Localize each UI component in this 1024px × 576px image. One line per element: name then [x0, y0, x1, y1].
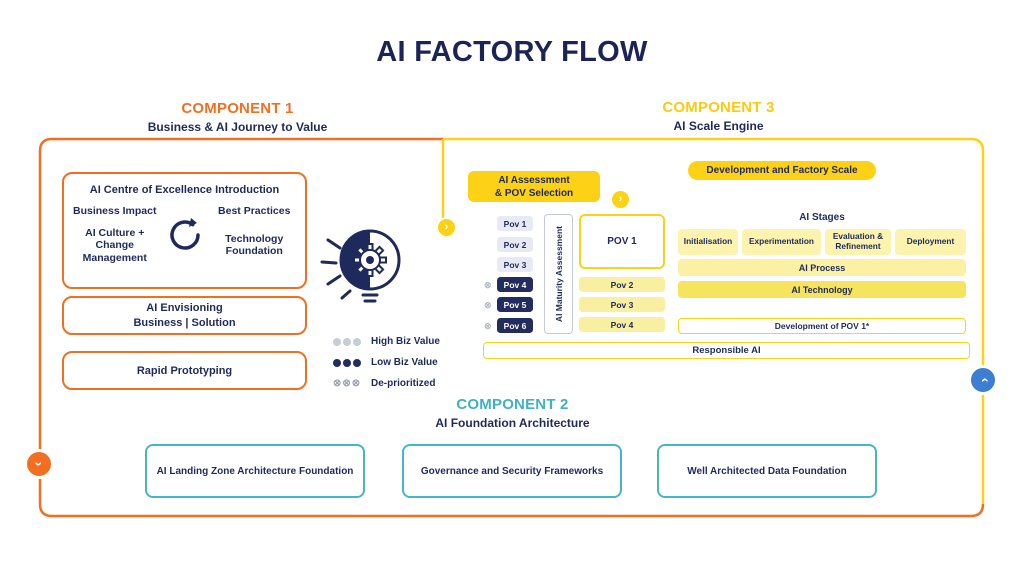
ai-stages-row: Initialisation Experimentation Evaluatio… — [678, 229, 966, 255]
pov-row-3: Pov 3 — [579, 297, 665, 312]
chevron-right-icon: › — [444, 221, 449, 233]
coe-item-business-impact: Business Impact — [73, 205, 157, 217]
component2-header: COMPONENT 2 AI Foundation Architecture — [390, 396, 635, 430]
legend-label-low: Low Biz Value — [371, 357, 438, 368]
ai-envisioning-box: AI Envisioning Business | Solution — [62, 296, 307, 335]
governance-security-label: Governance and Security Frameworks — [420, 465, 604, 477]
responsible-ai-bar: Responsible AI — [483, 342, 970, 359]
pov-chip-4: Pov 4 — [497, 277, 533, 292]
ai-landing-zone-box: AI Landing Zone Architecture Foundation — [145, 444, 365, 498]
chevron-up-icon: › — [974, 377, 991, 383]
rapid-prototyping-box: Rapid Prototyping — [62, 351, 307, 390]
ai-envisioning-line1: AI Envisioning — [146, 302, 223, 315]
lightbulb-gear-icon — [314, 210, 414, 325]
deprioritized-icon: ⊗ — [484, 280, 492, 290]
pov1-label: POV 1 — [607, 236, 637, 247]
legend-label-high: High Biz Value — [371, 336, 440, 347]
coe-grid: Business Impact Best Practices AI Cultur… — [64, 205, 305, 264]
stage-initialisation: Initialisation — [678, 229, 738, 255]
deprioritized-icon: ⊗ — [484, 321, 492, 331]
page-title: AI FACTORY FLOW — [376, 36, 648, 68]
ai-landing-zone-label: AI Landing Zone Architecture Foundation — [156, 465, 354, 477]
ai-maturity-assessment-label: AI Maturity Assessment — [553, 225, 564, 323]
component1-header: COMPONENT 1 Business & AI Journey to Val… — [115, 100, 360, 134]
cycle-arrow-icon — [158, 215, 212, 255]
pov-chip-3: Pov 3 — [497, 257, 533, 272]
chevron-down-icon: › — [30, 461, 47, 467]
high-biz-value-dots-icon — [333, 337, 365, 346]
ai-envisioning-line2: Business | Solution — [133, 316, 236, 329]
pov-chip-5: Pov 5 — [497, 297, 533, 312]
coe-item-technology-foundation: Technology Foundation — [225, 232, 284, 258]
data-foundation-box: Well Architected Data Foundation — [657, 444, 877, 498]
coe-item-best-practices: Best Practices — [218, 205, 291, 217]
pov-chip-2: Pov 2 — [497, 237, 533, 252]
coe-box: AI Centre of Excellence Introduction Bus… — [62, 172, 307, 289]
scroll-up-button[interactable]: › — [971, 368, 995, 392]
data-foundation-label: Well Architected Data Foundation — [687, 465, 847, 477]
ai-process-bar: AI Process — [678, 259, 966, 276]
deprioritized-dots-icon: ⊗⊗⊗ — [333, 378, 362, 389]
coe-title: AI Centre of Excellence Introduction — [89, 184, 280, 196]
development-of-pov1-bar: Development of POV 1* — [678, 318, 966, 334]
ai-maturity-assessment-box: AI Maturity Assessment — [544, 214, 573, 334]
pov-row-4: Pov 4 — [579, 317, 665, 332]
ai-technology-bar: AI Technology — [678, 281, 966, 298]
badge-line2: & POV Selection — [494, 187, 574, 199]
pov-chip-1: Pov 1 — [497, 216, 533, 231]
component1-label: COMPONENT 1 — [181, 100, 294, 117]
component3-header: COMPONENT 3 AI Scale Engine — [596, 99, 841, 133]
component1-subtitle: Business & AI Journey to Value — [147, 120, 328, 134]
legend-row-deprioritized: ⊗⊗⊗ De-prioritized — [333, 373, 440, 394]
factory-pill-label: Development and Factory Scale — [706, 165, 858, 176]
component3-label: COMPONENT 3 — [662, 99, 775, 116]
component3-subtitle: AI Scale Engine — [673, 119, 764, 133]
flow-chevron-icon: › — [438, 219, 455, 236]
component2-label: COMPONENT 2 — [456, 396, 569, 413]
chevron-right-icon: › — [618, 193, 623, 205]
coe-item-ai-culture: AI Culture + Change Management — [82, 226, 147, 264]
development-factory-scale-pill: Development and Factory Scale — [688, 161, 876, 180]
value-legend: High Biz Value Low Biz Value ⊗⊗⊗ De-prio… — [333, 331, 440, 394]
scroll-down-button[interactable]: › — [27, 452, 51, 476]
low-biz-value-dots-icon — [333, 358, 365, 367]
stage-experimentation: Experimentation — [742, 229, 821, 255]
component2-subtitle: AI Foundation Architecture — [435, 416, 590, 430]
deprioritized-icon: ⊗ — [484, 300, 492, 310]
stage-evaluation-refinement: Evaluation & Refinement — [825, 229, 891, 255]
governance-security-box: Governance and Security Frameworks — [402, 444, 622, 498]
legend-row-high: High Biz Value — [333, 331, 440, 352]
pov1-box: POV 1 — [579, 214, 665, 269]
ai-stages-title: AI Stages — [799, 212, 845, 223]
pov-chip-6: Pov 6 — [497, 318, 533, 333]
legend-label-deprioritized: De-prioritized — [371, 378, 436, 389]
pov-row-2: Pov 2 — [579, 277, 665, 292]
ai-assessment-pov-selection-badge: AI Assessment & POV Selection — [468, 171, 600, 202]
legend-row-low: Low Biz Value — [333, 352, 440, 373]
rapid-prototyping-label: Rapid Prototyping — [136, 364, 233, 377]
badge-line1: AI Assessment — [498, 174, 570, 186]
flow-chevron-icon: › — [612, 191, 629, 208]
stage-deployment: Deployment — [895, 229, 966, 255]
